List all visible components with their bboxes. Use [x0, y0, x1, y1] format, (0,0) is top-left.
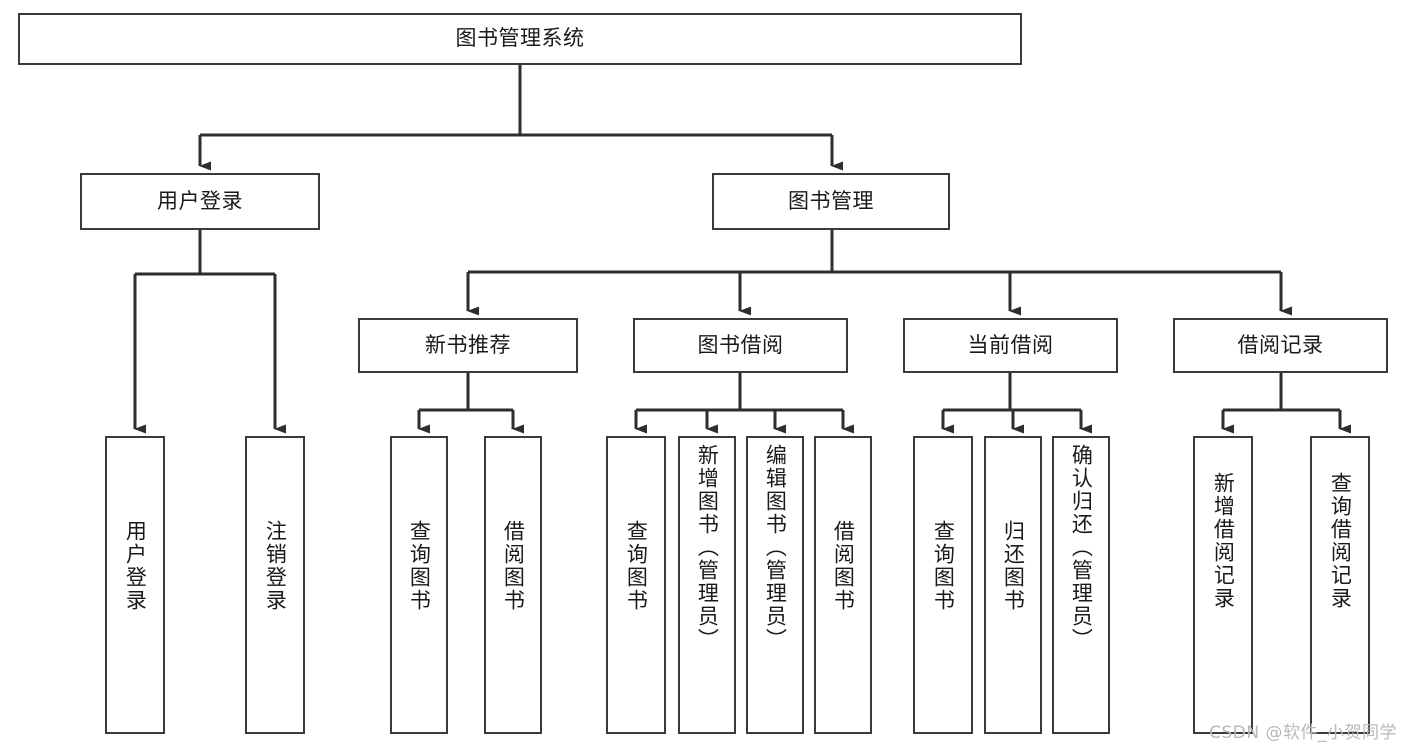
node-borrow-record[interactable]: 借阅记录 — [1173, 318, 1388, 373]
node-leaf-borrow-book-recommend[interactable]: 借阅图书 — [484, 436, 542, 734]
node-current-borrow[interactable]: 当前借阅 — [903, 318, 1118, 373]
node-leaf-query-book-current[interactable]: 查询图书 — [913, 436, 973, 734]
node-leaf-label: 编辑图书（管理员） — [763, 444, 788, 651]
node-user-login[interactable]: 用户登录 — [80, 173, 320, 230]
node-leaf-logout-login[interactable]: 注销登录 — [245, 436, 305, 734]
node-leaf-label: 确认归还（管理员） — [1069, 444, 1094, 651]
node-new-book-recommend[interactable]: 新书推荐 — [358, 318, 578, 373]
node-leaf-return-book[interactable]: 归还图书 — [984, 436, 1042, 734]
node-leaf-label: 归还图书 — [1001, 520, 1026, 612]
node-leaf-add-book-admin[interactable]: 新增图书（管理员） — [678, 436, 736, 734]
node-leaf-add-borrow-record[interactable]: 新增借阅记录 — [1193, 436, 1253, 734]
node-leaf-label: 查询图书 — [407, 520, 432, 612]
node-leaf-borrow-book[interactable]: 借阅图书 — [814, 436, 872, 734]
node-leaf-label: 用户登录 — [123, 520, 148, 612]
node-leaf-label: 注销登录 — [263, 520, 288, 612]
node-leaf-user-login[interactable]: 用户登录 — [105, 436, 165, 734]
node-leaf-label: 查询图书 — [931, 520, 956, 612]
node-leaf-label: 借阅图书 — [501, 520, 526, 612]
node-leaf-label: 新增图书（管理员） — [695, 444, 720, 651]
node-leaf-label: 查询借阅记录 — [1328, 472, 1353, 610]
node-root-system[interactable]: 图书管理系统 — [18, 13, 1022, 65]
node-leaf-label: 查询图书 — [624, 520, 649, 612]
node-leaf-confirm-return-admin[interactable]: 确认归还（管理员） — [1052, 436, 1110, 734]
node-book-borrow[interactable]: 图书借阅 — [633, 318, 848, 373]
node-leaf-label: 借阅图书 — [831, 520, 856, 612]
node-leaf-query-book-borrow[interactable]: 查询图书 — [606, 436, 666, 734]
node-leaf-query-borrow-record[interactable]: 查询借阅记录 — [1310, 436, 1370, 734]
node-book-manage[interactable]: 图书管理 — [712, 173, 950, 230]
node-leaf-label: 新增借阅记录 — [1211, 472, 1236, 610]
node-leaf-edit-book-admin[interactable]: 编辑图书（管理员） — [746, 436, 804, 734]
node-leaf-query-book-recommend[interactable]: 查询图书 — [390, 436, 448, 734]
